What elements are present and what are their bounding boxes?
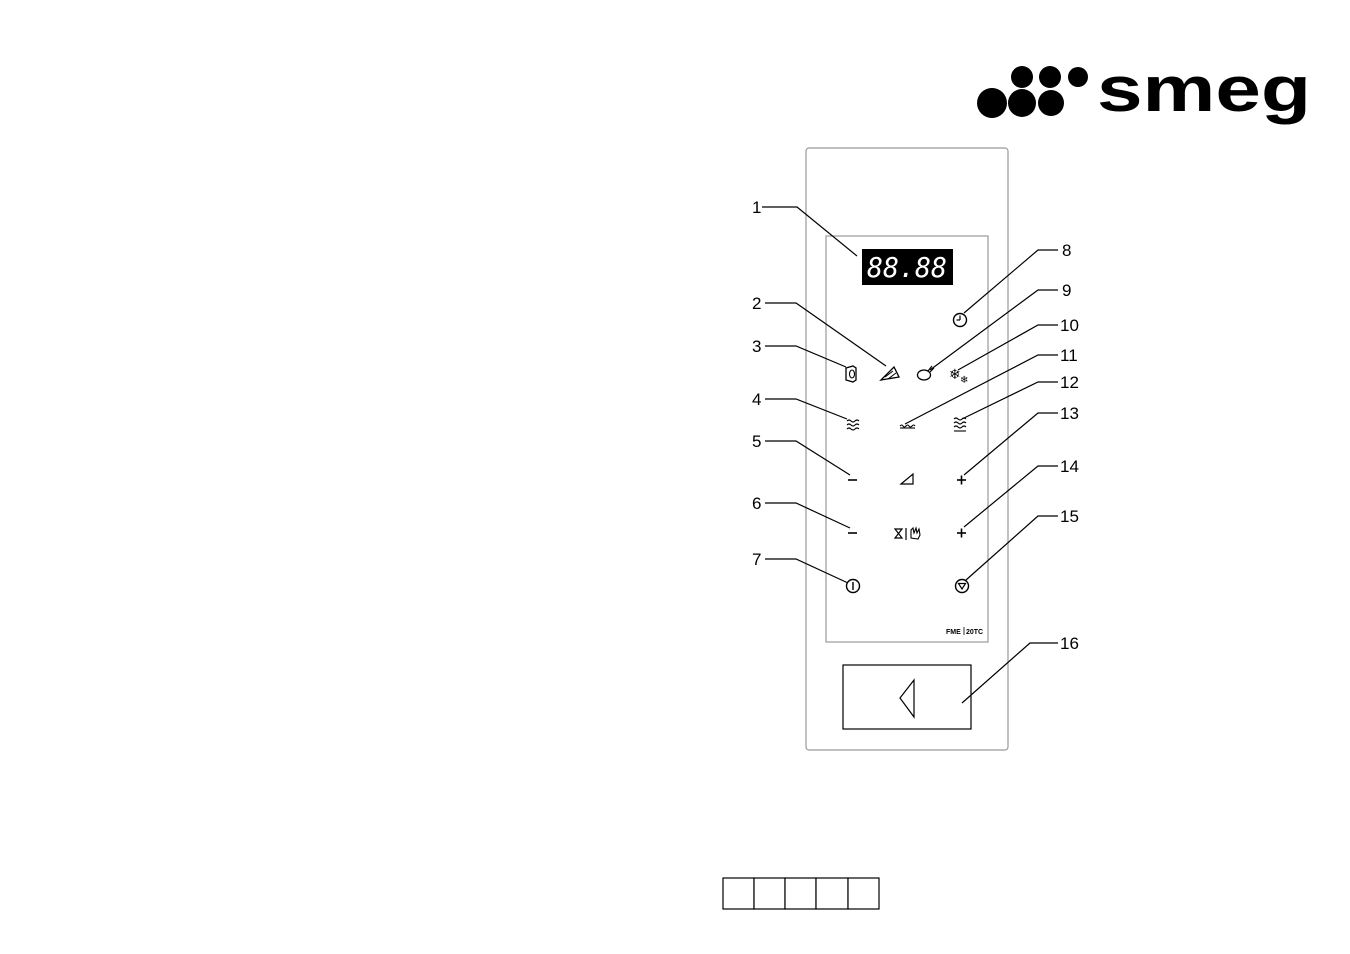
callout-15: 15 bbox=[1060, 507, 1079, 526]
callout-9: 9 bbox=[1062, 281, 1071, 300]
grill-icon[interactable] bbox=[846, 366, 856, 382]
clock-icon[interactable] bbox=[954, 314, 967, 327]
index-box bbox=[848, 878, 879, 909]
index-box bbox=[785, 878, 816, 909]
brand-name: smeg bbox=[1097, 53, 1311, 125]
index-boxes bbox=[723, 878, 879, 909]
callout-6: 6 bbox=[752, 494, 761, 513]
door-open-icon bbox=[900, 680, 914, 717]
index-box bbox=[816, 878, 848, 909]
weight-triangle-icon[interactable] bbox=[901, 474, 913, 484]
power-icon[interactable] bbox=[847, 580, 860, 593]
callout-4: 4 bbox=[752, 390, 761, 409]
callout-11: 11 bbox=[1060, 346, 1078, 365]
pizza-icon[interactable] bbox=[881, 367, 899, 380]
model-right: 20TC bbox=[966, 629, 983, 636]
svg-text:❄: ❄ bbox=[960, 375, 968, 386]
index-box bbox=[754, 878, 785, 909]
plus-icon[interactable] bbox=[957, 529, 966, 538]
stop-icon[interactable] bbox=[956, 580, 969, 593]
low-heat-icon[interactable] bbox=[900, 425, 915, 428]
display: 88.88 bbox=[862, 249, 953, 285]
callout-1: 1 bbox=[752, 198, 761, 217]
callout-10: 10 bbox=[1060, 316, 1079, 335]
callout-5: 5 bbox=[752, 432, 761, 451]
callout-13: 13 bbox=[1060, 404, 1079, 423]
microwave-high-icon[interactable] bbox=[954, 418, 966, 431]
plus-icon[interactable] bbox=[957, 476, 966, 485]
callout-14: 14 bbox=[1060, 457, 1079, 476]
touch-area bbox=[826, 236, 988, 642]
callout-12: 12 bbox=[1060, 373, 1079, 392]
index-box bbox=[723, 878, 754, 909]
model-left: FME bbox=[946, 629, 961, 636]
callout-3: 3 bbox=[752, 337, 761, 356]
callout-8: 8 bbox=[1062, 241, 1071, 260]
callout-2: 2 bbox=[752, 294, 761, 313]
door-open-button[interactable] bbox=[843, 665, 971, 729]
model-label: FME 20TC bbox=[946, 627, 983, 636]
smeg-logo: smeg bbox=[977, 53, 1311, 125]
control-panel bbox=[806, 148, 1008, 750]
display-digits: 88.88 bbox=[867, 251, 947, 284]
microwave-low-icon[interactable] bbox=[847, 420, 859, 430]
hourglass-hand-icon[interactable] bbox=[895, 528, 920, 540]
callout-7: 7 bbox=[752, 550, 761, 569]
callout-16: 16 bbox=[1060, 634, 1079, 653]
chicken-icon[interactable] bbox=[918, 366, 935, 380]
